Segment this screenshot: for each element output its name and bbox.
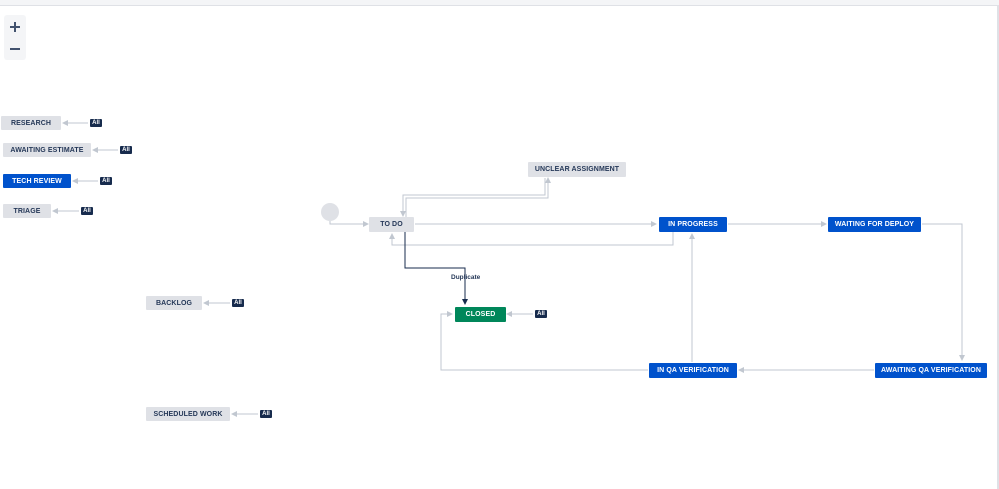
status-scheduled-work[interactable]: SCHEDULED WORK (146, 407, 230, 421)
top-toolbar-strip (0, 0, 999, 6)
status-closed[interactable]: CLOSED (455, 307, 506, 322)
status-tech-review[interactable]: TECH REVIEW (3, 174, 71, 188)
zoom-out-button[interactable] (4, 38, 26, 60)
status-unclear-assignment[interactable]: UNCLEAR ASSIGNMENT (528, 162, 626, 177)
all-badge-triage: All (81, 207, 93, 215)
edge-in-progress-to-do (389, 232, 674, 246)
edge-waiting-awaiting-qa (922, 223, 965, 361)
status-triage[interactable]: TRIAGE (3, 204, 51, 218)
all-badge-research: All (90, 119, 102, 127)
status-in-progress[interactable]: IN PROGRESS (659, 217, 727, 232)
status-in-qa-verification[interactable]: IN QA VERIFICATION (649, 363, 737, 378)
edge-unclear-to-do (400, 178, 546, 217)
status-awaiting-qa-verification[interactable]: AWAITING QA VERIFICATION (875, 363, 987, 378)
all-badge-scheduled-work: All (260, 410, 272, 418)
status-awaiting-estimate[interactable]: AWAITING ESTIMATE (3, 143, 91, 157)
transition-label-duplicate[interactable]: Duplicate (451, 274, 481, 281)
edge-in-qa-closed (440, 311, 648, 371)
edge-to-do-closed-duplicate (404, 232, 468, 305)
all-badge-closed: All (535, 310, 547, 318)
status-waiting-for-deploy[interactable]: WAITING FOR DEPLOY (828, 217, 921, 232)
status-to-do[interactable]: TO DO (369, 217, 414, 232)
status-research[interactable]: RESEARCH (1, 116, 61, 130)
all-badge-backlog: All (232, 299, 244, 307)
zoom-in-button[interactable] (4, 16, 26, 38)
zoom-controls (4, 15, 26, 60)
canvas-right-border (997, 6, 999, 489)
all-badge-awaiting-estimate: All (120, 146, 132, 154)
all-badge-tech-review: All (100, 177, 112, 185)
start-node (321, 203, 339, 221)
edge-start-to-do (329, 221, 369, 227)
edge-to-do-unclear (405, 177, 551, 217)
status-backlog[interactable]: BACKLOG (146, 296, 202, 310)
